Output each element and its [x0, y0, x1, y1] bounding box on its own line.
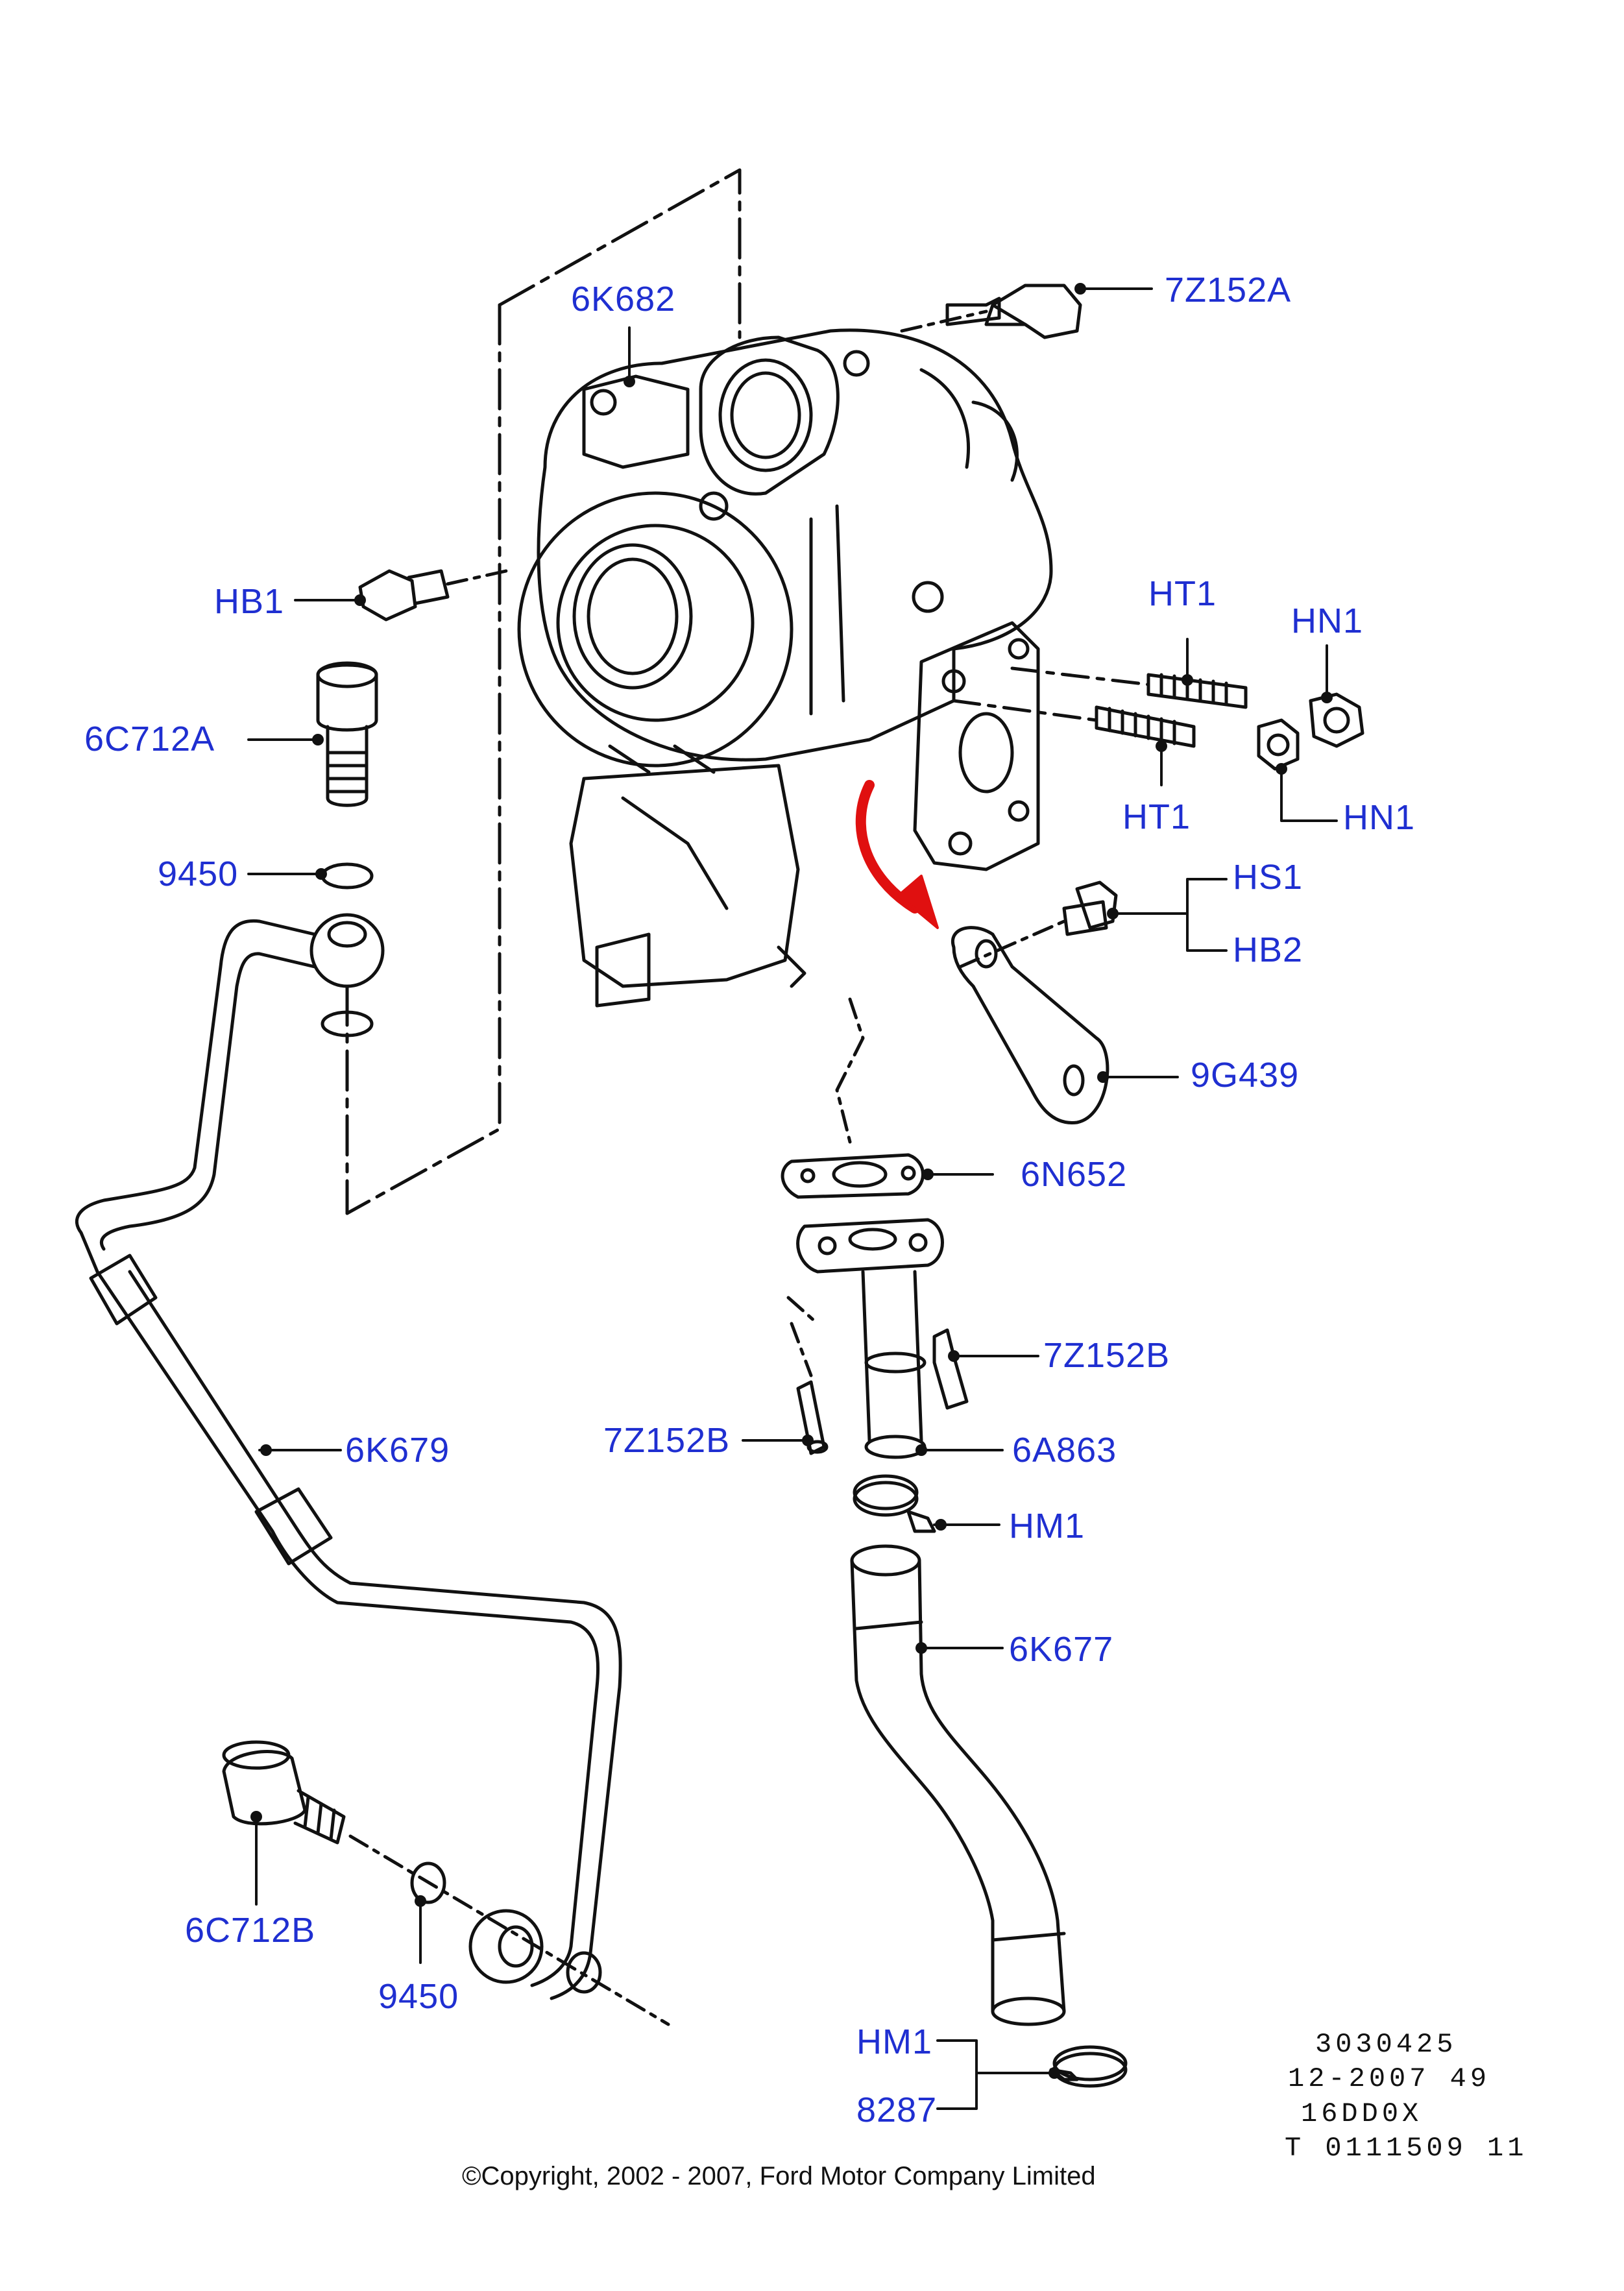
hose-6K677	[850, 1544, 1066, 2026]
ref-code-2: 12-2007 49	[1288, 2063, 1491, 2094]
ref-code-1: 3030425	[1315, 2029, 1457, 2060]
label-HM1-top: HM1	[1009, 1507, 1085, 1546]
label-HN1-top: HN1	[1291, 601, 1364, 640]
label-HM1-bottom: HM1	[856, 2022, 933, 2061]
label-6C712A: 6C712A	[84, 720, 215, 758]
hose-clamp-HM1-top	[853, 1474, 936, 1533]
label-6N652: 6N652	[1021, 1155, 1128, 1194]
washer-9450-bottom	[410, 1861, 446, 1904]
bracket-9G439	[951, 926, 1109, 1124]
turbo-outlet-flange	[913, 621, 1040, 871]
leader-dots	[250, 283, 1333, 2079]
gasket-6N652	[781, 1153, 925, 1199]
bolt-7Z152A	[945, 284, 1082, 339]
label-6K682: 6K682	[571, 280, 676, 319]
stud-HT1-top	[1146, 673, 1248, 709]
copyright-notice: ©Copyright, 2002 - 2007, Ford Motor Comp…	[462, 2162, 1096, 2190]
bolt-HB2	[1062, 880, 1118, 936]
label-9G439: 9G439	[1191, 1056, 1300, 1095]
label-HB2: HB2	[1233, 930, 1303, 969]
ref-code-4: T 0111509 11	[1285, 2133, 1528, 2164]
stud-HT1-bottom	[1095, 705, 1196, 748]
banjo-bolt-6C712B	[222, 1740, 346, 1845]
bolt-7Z152B-right	[932, 1328, 969, 1410]
label-HB1: HB1	[214, 582, 285, 621]
banjo-bolt-6C712A	[316, 661, 378, 807]
assembly-boundary-dashed	[345, 168, 742, 1215]
oil-feed-pipe-6K679	[75, 913, 622, 2000]
nut-HN1-bottom	[1257, 718, 1300, 771]
label-HT1-top: HT1	[1148, 574, 1217, 613]
hose-clamp-HM1-bottom	[1049, 2045, 1128, 2088]
label-HT1-bottom: HT1	[1122, 797, 1191, 836]
leader-lines	[247, 287, 1338, 2110]
ref-code-3: 16DD0X	[1301, 2098, 1423, 2129]
label-6C712B: 6C712B	[185, 1911, 316, 1950]
label-9450-top: 9450	[158, 855, 239, 893]
turbocharger-6K682	[517, 328, 1053, 1008]
label-6K677: 6K677	[1009, 1630, 1114, 1669]
label-6K679: 6K679	[345, 1431, 450, 1470]
rotation-arrow	[855, 780, 939, 929]
washer-9450-top	[321, 862, 374, 890]
label-HN1-bottom: HN1	[1343, 798, 1416, 837]
label-6A863: 6A863	[1012, 1431, 1117, 1470]
nut-HN1-top	[1309, 692, 1364, 748]
bolt-7Z152B-left	[796, 1380, 829, 1455]
label-8287: 8287	[856, 2091, 938, 2129]
label-7Z152B-right: 7Z152B	[1043, 1336, 1170, 1375]
label-7Z152A: 7Z152A	[1165, 271, 1292, 309]
label-9450-bottom: 9450	[378, 1977, 459, 2016]
label-HS1: HS1	[1233, 858, 1303, 897]
label-7Z152B-left: 7Z152B	[603, 1421, 731, 1460]
bolt-HB1	[358, 569, 450, 622]
